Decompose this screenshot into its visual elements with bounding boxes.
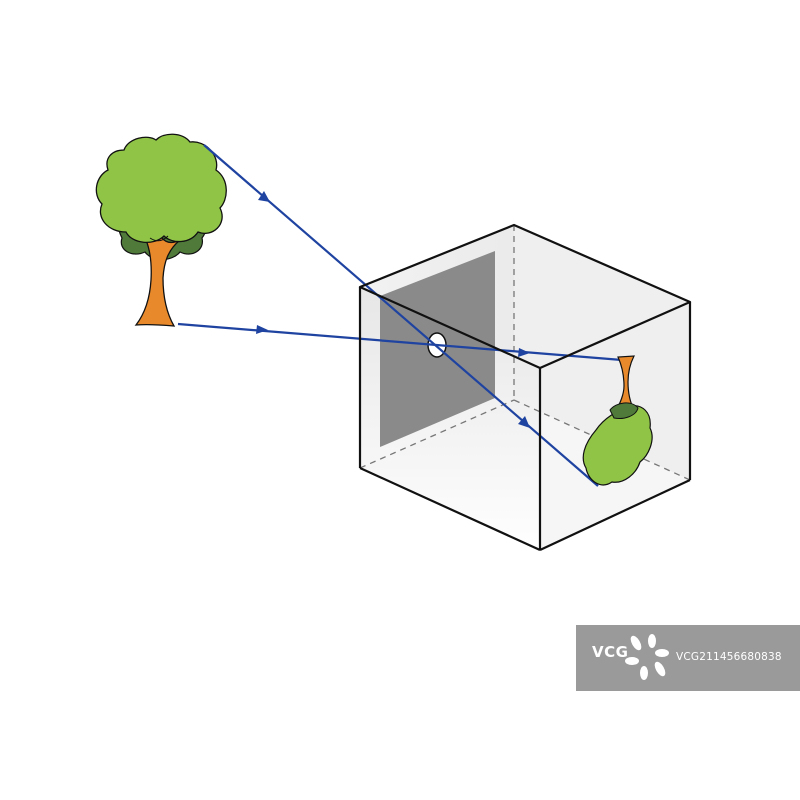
ray-arrows (256, 191, 530, 428)
arrow-bottom-2 (518, 348, 530, 357)
watermark: VCG VCG211456680838 (576, 625, 800, 691)
arrow-top-2 (518, 416, 530, 428)
camera-box (359, 225, 691, 550)
arrow-top-1 (258, 191, 270, 202)
watermark-id: VCG211456680838 (676, 651, 782, 663)
watermark-logo-icon (625, 634, 669, 680)
watermark-brand: VCG (592, 643, 629, 661)
inverted-tree-icon (582, 355, 653, 486)
arrow-bottom-1 (256, 325, 268, 334)
box-edges (358, 223, 692, 552)
ray-bottom (177, 322, 623, 362)
tree-icon (95, 133, 227, 327)
